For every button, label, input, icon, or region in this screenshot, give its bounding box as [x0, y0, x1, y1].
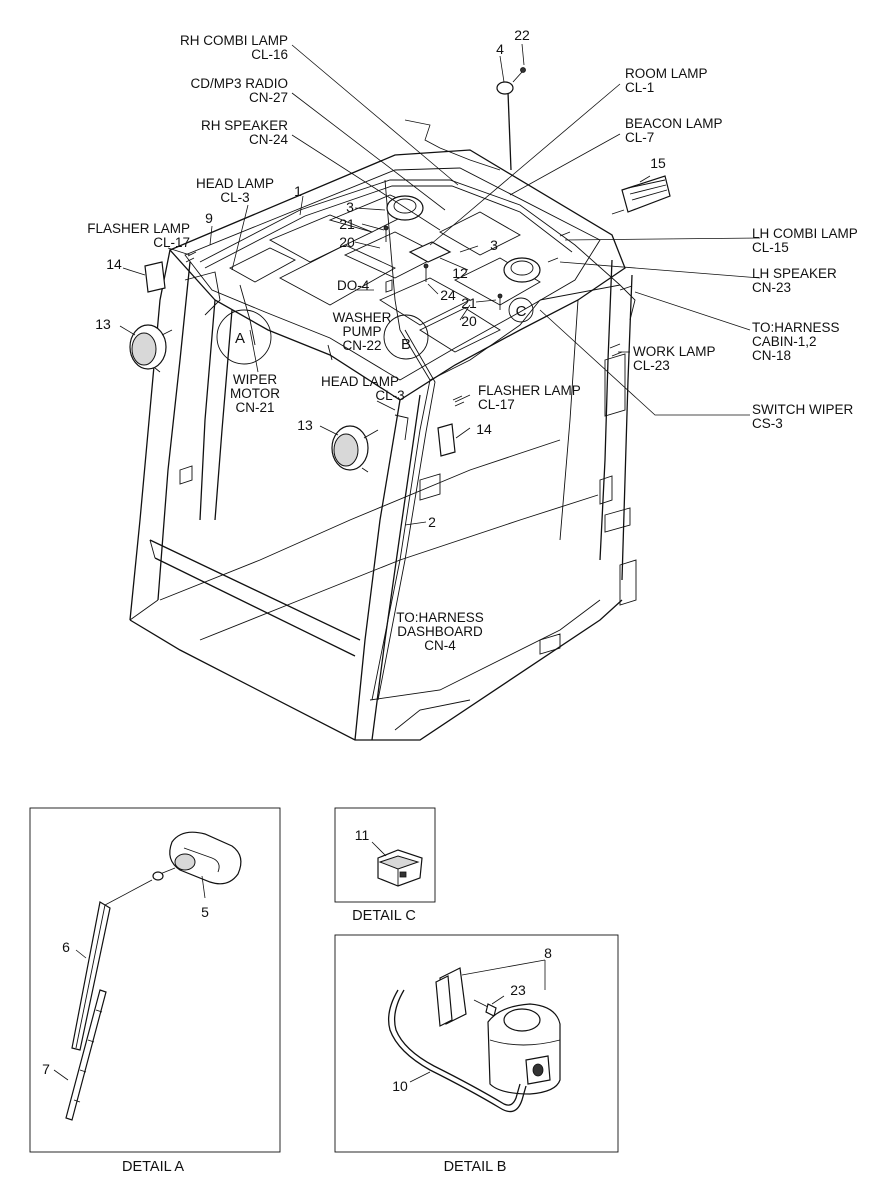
rh-speaker-code: CN-24: [249, 132, 289, 147]
head-lamp-mid-code: CL-3: [375, 388, 404, 403]
wiper-motor-code: CN-21: [235, 400, 274, 415]
flasher-lamp-top-code: CL-17: [153, 235, 190, 250]
detail-a: 5 6 7 DETAIL A: [29, 807, 281, 1175]
part-number-13-left: 13: [95, 316, 111, 332]
part-number-12: 12: [452, 265, 468, 281]
part-number-20-right: 20: [461, 313, 477, 329]
part-number-14-mid: 14: [476, 421, 492, 437]
harness-dashboard-label: TO:HARNESS: [396, 610, 484, 625]
washer-pump-label: WASHER: [333, 310, 392, 325]
part-number-24: 24: [440, 287, 456, 303]
beacon-lamp-label: BEACON LAMP: [625, 116, 723, 131]
part-number-8: 8: [544, 945, 552, 961]
detail-marker-a: A: [235, 330, 245, 347]
switch-wiper-code: CS-3: [752, 416, 783, 431]
detail-c-frame: [334, 807, 436, 903]
do4-label: DO-4: [337, 278, 370, 293]
part-number-11: 11: [355, 827, 370, 843]
work-lamp-label: WORK LAMP: [633, 344, 716, 359]
leader-lines: [119, 43, 761, 526]
detail-marker-c: C: [516, 303, 527, 320]
flasher-lamp-mid-code: CL-17: [478, 397, 515, 412]
cd-radio-label: CD/MP3 RADIO: [190, 76, 288, 91]
part-number-20-left: 20: [339, 234, 355, 250]
switch-wiper-label: SWITCH WIPER: [752, 402, 853, 417]
room-lamp-code: CL-1: [625, 80, 654, 95]
room-lamp-label: ROOM LAMP: [625, 66, 708, 81]
lh-speaker-label: LH SPEAKER: [752, 266, 837, 281]
part-number-1: 1: [294, 183, 302, 199]
detail-marker-b: B: [401, 336, 411, 353]
part-number-21-left: 21: [339, 216, 355, 232]
detail-c: 11 DETAIL C: [334, 807, 436, 924]
flasher-lamp-mid-label: FLASHER LAMP: [478, 383, 581, 398]
part-number-3-left: 3: [346, 199, 354, 215]
work-lamp-code: CL-23: [633, 358, 670, 373]
cab-frame: [129, 149, 637, 741]
head-lamp-top-code: CL-3: [220, 190, 249, 205]
detail-a-caption: DETAIL A: [122, 1159, 184, 1175]
beacon-lamp-code: CL-7: [625, 130, 654, 145]
part-numbers: 1 2 3 3 4 9 12 13 13 14 14 15 20 20 21 2…: [95, 27, 666, 530]
rh-speaker-label: RH SPEAKER: [201, 118, 288, 133]
detail-a-frame: [29, 807, 281, 1153]
part-number-14-left: 14: [106, 256, 122, 272]
part-number-10: 10: [392, 1078, 408, 1094]
detail-c-caption: DETAIL C: [352, 908, 416, 924]
lh-combi-lamp-label: LH COMBI LAMP: [752, 226, 858, 241]
wiper-motor-label: WIPER: [233, 372, 278, 387]
harness-cabin-label: TO:HARNESS: [752, 320, 840, 335]
part-number-21-right: 21: [461, 295, 477, 311]
part-number-22: 22: [514, 27, 530, 43]
flasher-lamp-top-label: FLASHER LAMP: [87, 221, 190, 236]
detail-b-frame: [334, 934, 619, 1153]
harness-dashboard-line2: DASHBOARD: [397, 624, 483, 639]
callout-labels: RH COMBI LAMP CL-16 CD/MP3 RADIO CN-27 R…: [87, 33, 858, 653]
part-number-4: 4: [496, 41, 504, 57]
part-number-3-right: 3: [490, 237, 498, 253]
harness-dashboard-code: CN-4: [424, 638, 456, 653]
lh-combi-lamp-code: CL-15: [752, 240, 789, 255]
washer-pump-line2: PUMP: [342, 324, 381, 339]
rh-combi-lamp-code: CL-16: [251, 47, 288, 62]
detail-b-caption: DETAIL B: [444, 1159, 507, 1175]
head-lamp-top-label: HEAD LAMP: [196, 176, 274, 191]
lh-speaker-code: CN-23: [752, 280, 791, 295]
part-number-15: 15: [650, 155, 666, 171]
cd-radio-code: CN-27: [249, 90, 288, 105]
components: [129, 67, 671, 473]
harness-cabin-line2: CABIN-1,2: [752, 334, 817, 349]
part-number-9: 9: [205, 210, 213, 226]
detail-marker-circles: [216, 297, 534, 365]
detail-b: 8 23 10 DETAIL B: [334, 934, 619, 1175]
part-number-13-mid: 13: [297, 417, 313, 433]
part-number-2: 2: [428, 514, 436, 530]
washer-pump-code: CN-22: [342, 338, 381, 353]
part-number-6: 6: [62, 939, 70, 955]
detail-markers: A B C: [235, 303, 527, 353]
head-lamp-mid-label: HEAD LAMP: [321, 374, 399, 389]
harness-cabin-code: CN-18: [752, 348, 791, 363]
wiper-motor-line2: MOTOR: [230, 386, 280, 401]
part-number-7: 7: [42, 1061, 50, 1077]
part-number-5: 5: [201, 904, 209, 920]
part-number-23: 23: [510, 982, 526, 998]
rh-combi-lamp-label: RH COMBI LAMP: [180, 33, 288, 48]
harness-lines: [199, 179, 636, 701]
